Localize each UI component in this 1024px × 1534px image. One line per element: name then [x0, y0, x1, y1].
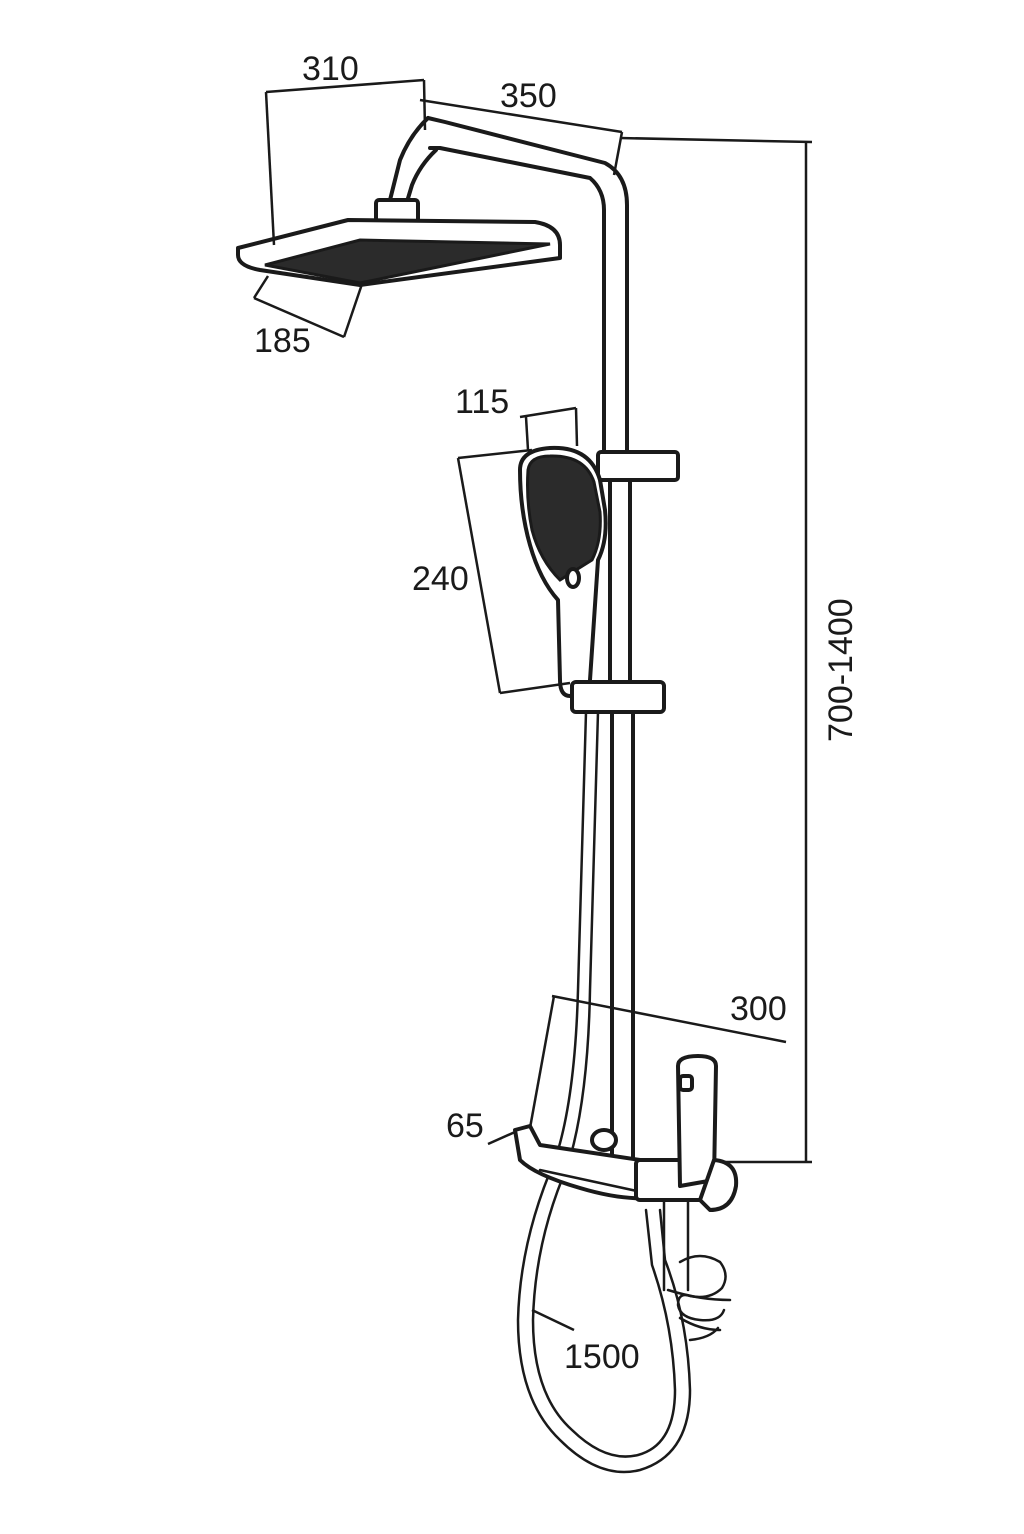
label-shelf-width: 300 — [730, 990, 787, 1028]
label-head-depth: 185 — [254, 322, 311, 360]
spring-hose-guard — [666, 1254, 732, 1342]
slider-holder-lower — [570, 680, 666, 714]
dimension-hand-length — [456, 448, 571, 695]
shower-hose — [516, 710, 692, 1474]
label-hand-length: 240 — [412, 560, 469, 598]
dimension-head-depth — [252, 275, 364, 339]
label-arm-length: 350 — [500, 77, 557, 115]
hand-shower — [518, 445, 608, 698]
label-hand-width: 115 — [455, 383, 509, 421]
dimension-hose-length — [531, 1308, 575, 1332]
dimension-hand-width — [519, 406, 579, 451]
label-shelf-depth: 65 — [446, 1107, 484, 1145]
slider-holder-upper — [596, 450, 680, 482]
label-hose-length: 1500 — [564, 1338, 640, 1376]
riser-pipe — [426, 116, 635, 1162]
label-height-range: 700-1400 — [822, 598, 860, 742]
label-head-width: 310 — [302, 50, 359, 88]
shower-arm-connector — [374, 116, 438, 224]
bidet-sprayer — [662, 1054, 739, 1292]
dimension-head-width — [264, 78, 427, 246]
dimension-shelf-width — [528, 994, 787, 1129]
overhead-shower-head — [236, 218, 562, 287]
